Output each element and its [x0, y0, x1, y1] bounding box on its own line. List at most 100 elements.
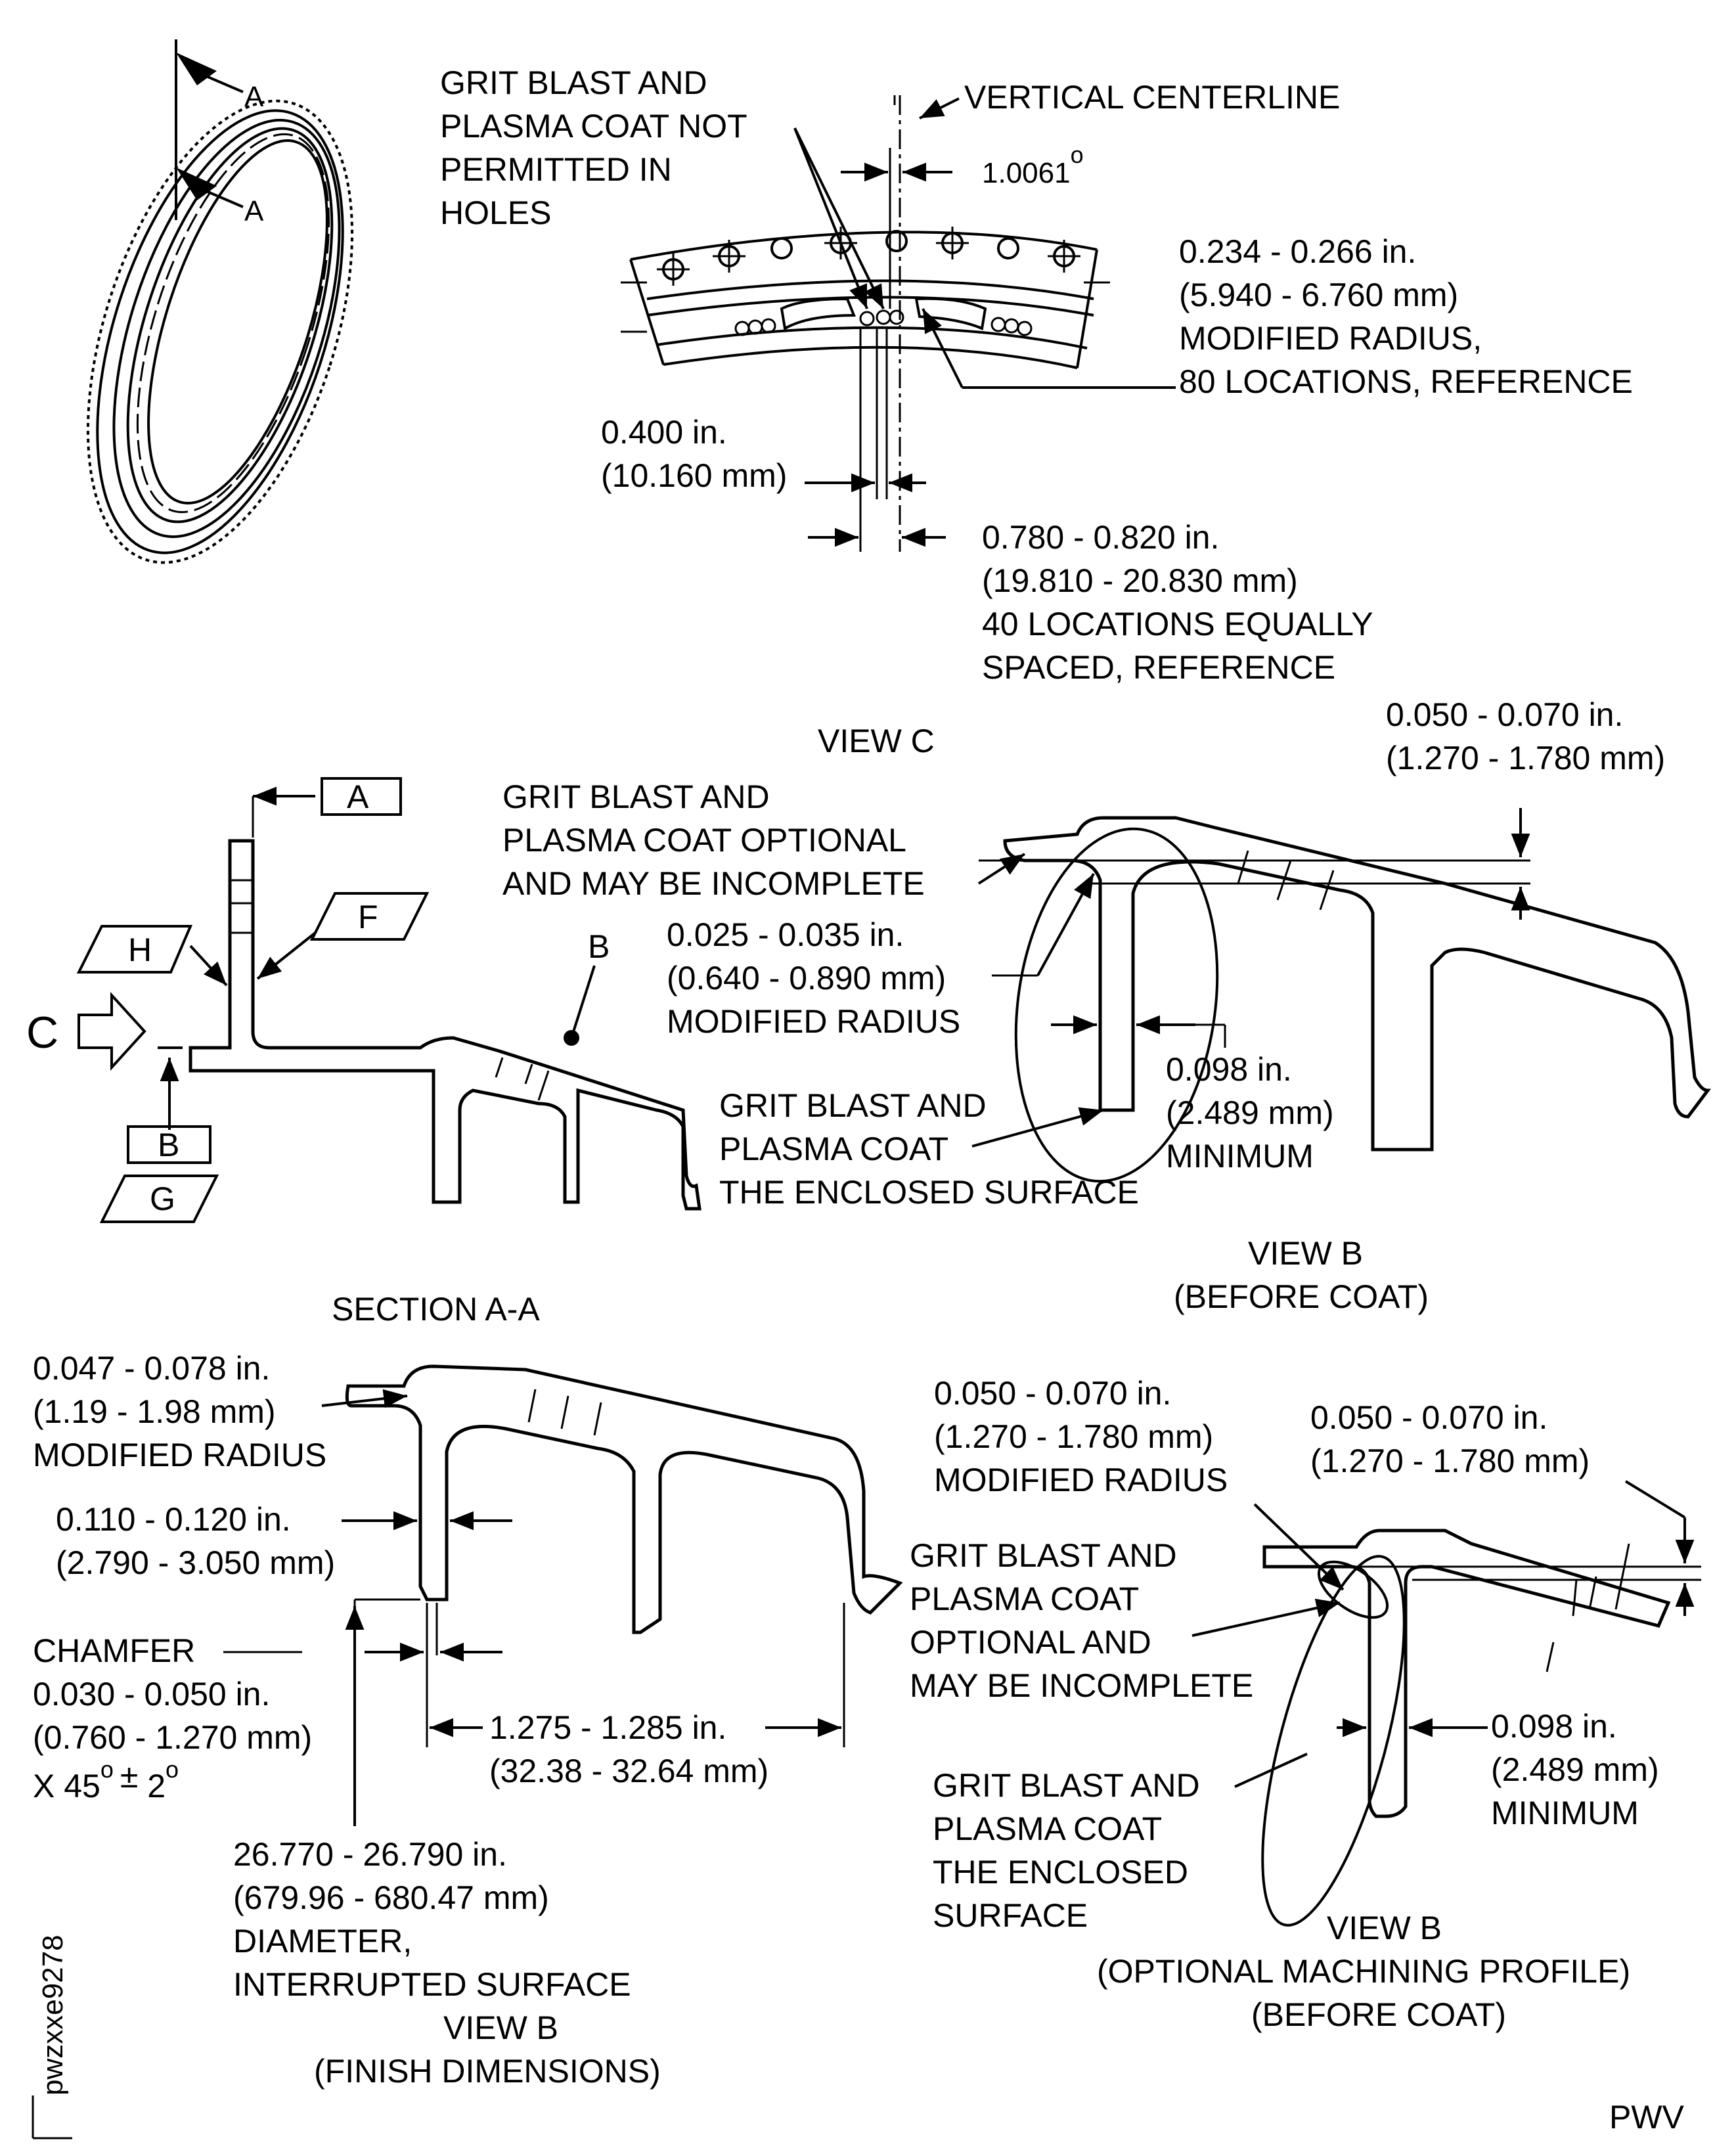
svg-text:0.047 - 0.078 in.: 0.047 - 0.078 in.: [33, 1350, 270, 1387]
svg-text:PLASMA COAT OPTIONAL: PLASMA COAT OPTIONAL: [502, 822, 906, 859]
view-c-heading: VIEW C: [818, 723, 935, 759]
svg-text:0.030 - 0.050 in.: 0.030 - 0.050 in.: [33, 1676, 270, 1713]
svg-text:GRIT BLAST AND: GRIT BLAST AND: [502, 778, 770, 815]
datum-a-frame: [252, 777, 402, 838]
svg-text:(1.19 - 1.98 mm): (1.19 - 1.98 mm): [33, 1393, 276, 1430]
svg-text:PLASMA COAT: PLASMA COAT: [719, 1131, 948, 1167]
modified-radius-80-note: 0.234 - 0.266 in. (5.940 - 6.760 mm) MOD…: [1179, 233, 1633, 400]
svg-text:VIEW B: VIEW B: [1248, 1235, 1363, 1272]
svg-text:GRIT BLAST AND: GRIT BLAST AND: [719, 1087, 987, 1124]
svg-text:(0.640 - 0.890 mm): (0.640 - 0.890 mm): [667, 960, 946, 997]
svg-text:(0.760 - 1.270 mm): (0.760 - 1.270 mm): [33, 1719, 312, 1756]
svg-text:DIAMETER,: DIAMETER,: [233, 1923, 412, 1960]
svg-text:MODIFIED RADIUS,: MODIFIED RADIUS,: [1179, 320, 1482, 357]
svg-text:MINIMUM: MINIMUM: [1166, 1138, 1314, 1175]
note-enclosed-optional: GRIT BLAST AND PLASMA COAT THE ENCLOSED …: [933, 1767, 1200, 1934]
svg-text:(1.270 - 1.780 mm): (1.270 - 1.780 mm): [1386, 740, 1665, 776]
svg-text:SPACED, REFERENCE: SPACED, REFERENCE: [982, 649, 1335, 686]
view-c-letter: C: [26, 1008, 58, 1058]
svg-text:(FINISH DIMENSIONS): (FINISH DIMENSIONS): [314, 2053, 661, 2090]
svg-text:VIEW B: VIEW B: [443, 2009, 558, 2046]
section-aa-profile: [189, 839, 701, 1211]
svg-text:0.110 - 0.120 in.: 0.110 - 0.120 in.: [56, 1501, 291, 1538]
svg-text:(2.489 mm): (2.489 mm): [1166, 1094, 1334, 1131]
section-mark-a-lower: A: [244, 195, 264, 227]
svg-text:MODIFIED RADIUS: MODIFIED RADIUS: [667, 1003, 960, 1040]
svg-text:(BEFORE COAT): (BEFORE COAT): [1251, 1996, 1506, 2033]
svg-text:PLASMA COAT: PLASMA COAT: [933, 1810, 1162, 1847]
svg-text:HOLES: HOLES: [440, 194, 552, 231]
flange-arc-detail: [621, 227, 1110, 369]
svg-text:CHAMFER: CHAMFER: [33, 1632, 195, 1669]
svg-text:MODIFIED RADIUS: MODIFIED RADIUS: [33, 1437, 326, 1473]
svg-text:0.400 in.: 0.400 in.: [601, 414, 727, 451]
datum-f-frame: [256, 892, 430, 980]
ring-isometric: [86, 39, 354, 564]
svg-text:(1.270 - 1.780 mm): (1.270 - 1.780 mm): [934, 1418, 1213, 1455]
view-b-optional-profile: [1261, 1529, 1701, 1927]
svg-text:0.098 in.: 0.098 in.: [1166, 1051, 1292, 1088]
footer-code: PWV: [1609, 2099, 1685, 2136]
svg-text:(2.790 - 3.050 mm): (2.790 - 3.050 mm): [56, 1544, 335, 1581]
modified-radius-finish: 0.047 - 0.078 in. (1.19 - 1.98 mm) MODIF…: [33, 1350, 326, 1473]
note-optional-incomplete: GRIT BLAST AND PLASMA COAT OPTIONAL AND …: [502, 778, 925, 902]
datum-g: G: [150, 1180, 175, 1217]
section-mark-a-upper: A: [244, 81, 264, 113]
svg-text:MODIFIED RADIUS: MODIFIED RADIUS: [934, 1462, 1228, 1498]
svg-text:0.050 - 0.070 in.: 0.050 - 0.070 in.: [1310, 1399, 1547, 1436]
svg-text:MINIMUM: MINIMUM: [1491, 1795, 1639, 1831]
view-b-letter: B: [588, 928, 610, 965]
angle-value: 1.0061o: [982, 141, 1084, 189]
svg-text:(679.96 - 680.47 mm): (679.96 - 680.47 mm): [233, 1879, 549, 1916]
svg-text:0.234 - 0.266 in.: 0.234 - 0.266 in.: [1179, 233, 1416, 270]
svg-text:INTERRUPTED SURFACE: INTERRUPTED SURFACE: [233, 1966, 631, 2003]
section-aa-title: SECTION A-A: [332, 1291, 540, 1328]
svg-text:THE ENCLOSED SURFACE: THE ENCLOSED SURFACE: [719, 1174, 1139, 1211]
svg-text:VIEW B: VIEW B: [1327, 1910, 1442, 1946]
svg-text:PLASMA COAT NOT: PLASMA COAT NOT: [440, 108, 747, 145]
svg-text:PLASMA COAT: PLASMA COAT: [910, 1580, 1139, 1617]
svg-text:0.050 - 0.070 in.: 0.050 - 0.070 in.: [1386, 696, 1623, 733]
note-holes-not-permitted: GRIT BLAST AND PLASMA COAT NOT PERMITTED…: [440, 64, 747, 231]
svg-text:(19.810 - 20.830 mm): (19.810 - 20.830 mm): [982, 562, 1298, 599]
view-b-optional-title: VIEW B (OPTIONAL MACHINING PROFILE) (BEF…: [1097, 1910, 1630, 2033]
vertical-centerline-label: VERTICAL CENTERLINE: [964, 79, 1340, 116]
svg-text:GRIT BLAST AND: GRIT BLAST AND: [910, 1537, 1177, 1574]
dim-width-finish: 1.275 - 1.285 in. (32.38 - 32.64 mm): [489, 1709, 768, 1789]
svg-text:0.098 in.: 0.098 in.: [1491, 1708, 1617, 1745]
view-b-before-coat-profile: [979, 816, 1711, 1183]
svg-text:26.770 - 26.790 in.: 26.770 - 26.790 in.: [233, 1836, 507, 1873]
svg-text:GRIT BLAST AND: GRIT BLAST AND: [933, 1767, 1200, 1804]
svg-text:AND MAY BE INCOMPLETE: AND MAY BE INCOMPLETE: [502, 865, 925, 902]
svg-text:MAY BE INCOMPLETE: MAY BE INCOMPLETE: [910, 1667, 1253, 1704]
view-b-finish-profile: [345, 1364, 903, 1634]
svg-text:X 45o± 2o: X 45o± 2o: [33, 1756, 179, 1804]
dim-top-before-coat: 0.050 - 0.070 in. (1.270 - 1.780 mm): [1386, 696, 1665, 776]
svg-text:80 LOCATIONS, REFERENCE: 80 LOCATIONS, REFERENCE: [1179, 363, 1633, 400]
svg-text:1.275 - 1.285 in.: 1.275 - 1.285 in.: [489, 1709, 726, 1746]
svg-text:(10.160 mm): (10.160 mm): [601, 457, 787, 494]
datum-h: H: [128, 931, 152, 968]
datum-g-frame: [99, 1175, 219, 1223]
dim-web-finish: 0.110 - 0.120 in. (2.790 - 3.050 mm): [56, 1501, 335, 1581]
dim-0780: 0.780 - 0.820 in. (19.810 - 20.830 mm) 4…: [982, 519, 1373, 686]
datum-h-frame: [76, 925, 228, 987]
figure-id: pwzxxe9278: [37, 1935, 69, 2095]
note-enclosed-before-coat: GRIT BLAST AND PLASMA COAT THE ENCLOSED …: [719, 1087, 1139, 1211]
svg-text:PERMITTED IN: PERMITTED IN: [440, 151, 672, 188]
modified-radius-optional: 0.050 - 0.070 in. (1.270 - 1.780 mm) MOD…: [934, 1375, 1228, 1498]
svg-text:(2.489 mm): (2.489 mm): [1491, 1751, 1659, 1788]
svg-text:OPTIONAL AND: OPTIONAL AND: [910, 1624, 1151, 1661]
svg-text:SURFACE: SURFACE: [933, 1897, 1088, 1934]
svg-text:(5.940 - 6.760 mm): (5.940 - 6.760 mm): [1179, 277, 1458, 313]
svg-text:THE ENCLOSED: THE ENCLOSED: [933, 1854, 1188, 1891]
datum-b-frame: [127, 1125, 211, 1164]
svg-text:(OPTIONAL MACHINING PROFILE): (OPTIONAL MACHINING PROFILE): [1097, 1953, 1630, 1990]
dim-top-optional: 0.050 - 0.070 in. (1.270 - 1.780 mm): [1310, 1399, 1590, 1479]
svg-text:0.780 - 0.820 in.: 0.780 - 0.820 in.: [982, 519, 1219, 556]
diameter-note: 26.770 - 26.790 in. (679.96 - 680.47 mm)…: [233, 1836, 631, 2003]
svg-text:0.050 - 0.070 in.: 0.050 - 0.070 in.: [934, 1375, 1171, 1412]
view-b-before-coat-title: VIEW B (BEFORE COAT): [1174, 1235, 1429, 1315]
svg-text:(BEFORE COAT): (BEFORE COAT): [1174, 1278, 1429, 1315]
